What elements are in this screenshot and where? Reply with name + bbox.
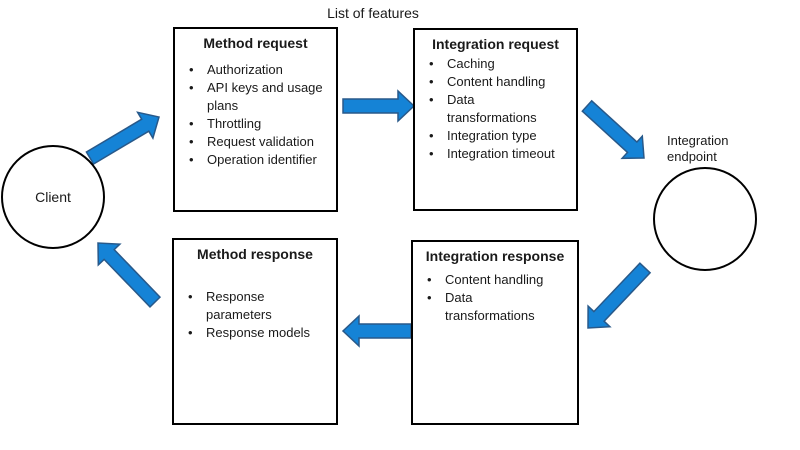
feature-item: Response models <box>174 324 336 342</box>
feature-item: Operation identifier <box>175 151 336 169</box>
feature-item: Content handling <box>415 73 576 91</box>
feature-item: Data transformations <box>415 91 576 127</box>
method-request-box: Method request Authorization API keys an… <box>173 27 338 212</box>
client-node: Client <box>1 145 105 249</box>
feature-item: Caching <box>415 55 576 73</box>
feature-item: Integration type <box>415 127 576 145</box>
integration-response-title: Integration response <box>425 248 565 264</box>
integration-response-feature-list: Content handling Data transformations <box>413 271 577 325</box>
arrow-method-response-to-client <box>97 242 162 308</box>
client-node-label: Client <box>35 189 71 205</box>
arrow-integration-request-to-endpoint <box>581 99 645 160</box>
feature-item: API keys and usage plans <box>175 79 336 115</box>
integration-request-feature-list: Caching Content handling Data transforma… <box>415 55 576 163</box>
page-title: List of features <box>327 5 419 21</box>
integration-endpoint-label: Integration endpoint <box>667 133 729 164</box>
integration-endpoint-node <box>653 167 757 271</box>
feature-item: Content handling <box>413 271 577 289</box>
method-request-feature-list: Authorization API keys and usage plans T… <box>175 61 336 169</box>
arrow-integration-response-to-method-response <box>341 314 412 348</box>
integration-request-title: Integration request <box>432 36 559 52</box>
integration-response-box: Integration response Content handling Da… <box>411 240 579 425</box>
feature-item: Data transformations <box>413 289 577 325</box>
integration-request-box: Integration request Caching Content hand… <box>413 28 578 211</box>
method-request-title: Method request <box>203 35 308 51</box>
arrow-client-to-method-request <box>85 111 160 166</box>
feature-item: Response parameters <box>174 288 336 324</box>
feature-item: Throttling <box>175 115 336 133</box>
method-response-title: Method response <box>197 246 313 262</box>
feature-item: Integration timeout <box>415 145 576 163</box>
arrow-method-request-to-integration-request <box>342 89 416 123</box>
feature-item: Authorization <box>175 61 336 79</box>
method-response-feature-list: Response parameters Response models <box>174 288 336 342</box>
feature-item: Request validation <box>175 133 336 151</box>
method-response-box: Method response Response parameters Resp… <box>172 238 338 425</box>
arrow-endpoint-to-integration-response <box>587 262 652 329</box>
